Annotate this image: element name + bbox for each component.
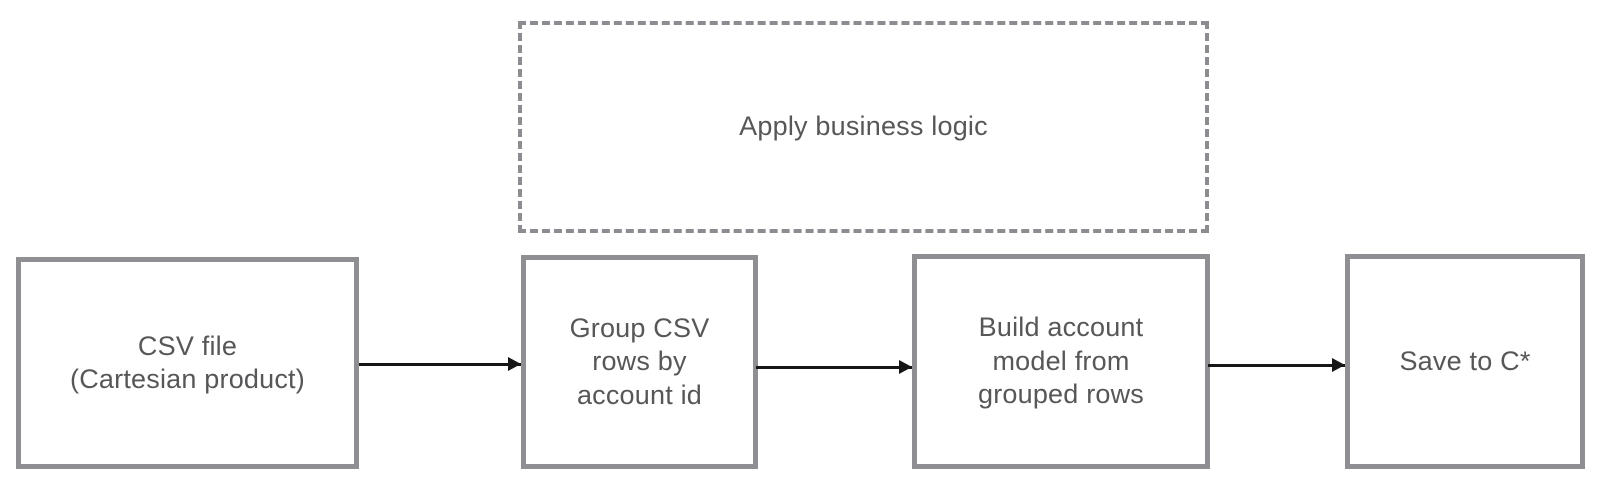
node-csv-file: CSV file (Cartesian product) bbox=[16, 257, 359, 469]
dashed-region-apply-business-logic: Apply business logic bbox=[518, 21, 1209, 233]
node-label: Save to C* bbox=[1399, 345, 1531, 376]
node-label: Group CSV rows by account id bbox=[569, 312, 710, 410]
node-group-csv-rows: Group CSV rows by account id bbox=[521, 255, 758, 469]
flow-arrow-group-to-build bbox=[756, 361, 912, 373]
node-save-to-cstar: Save to C* bbox=[1345, 254, 1585, 469]
region-label: Apply business logic bbox=[739, 111, 988, 142]
node-build-account-model: Build account model from grouped rows bbox=[912, 254, 1210, 469]
flow-arrow-csv-to-group bbox=[359, 358, 521, 370]
flow-arrow-build-to-save bbox=[1208, 359, 1345, 371]
node-label: CSV file (Cartesian product) bbox=[70, 330, 305, 394]
node-label: Build account model from grouped rows bbox=[978, 312, 1144, 410]
